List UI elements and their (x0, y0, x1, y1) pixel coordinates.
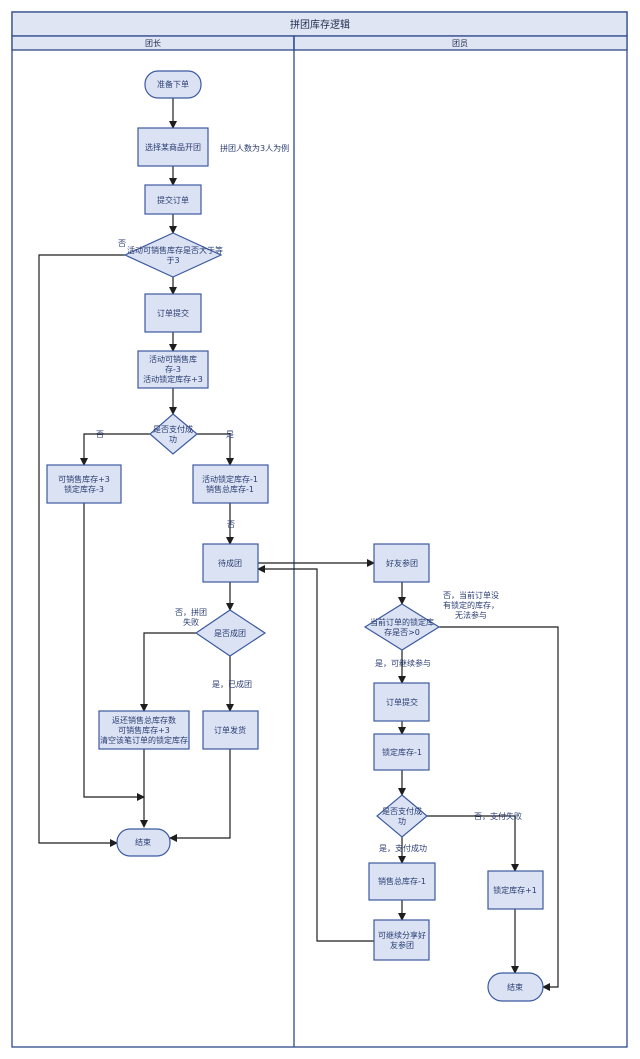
label-fail-group-1: 否，拼团 (175, 607, 207, 617)
member-sales-node (368, 862, 436, 901)
member-restore-node (487, 870, 544, 910)
order-submit-node (144, 293, 202, 333)
member-sales-label: 销售总库存-1 (378, 876, 426, 886)
check-lock-diamond (363, 603, 441, 651)
member-submit-node (373, 682, 430, 722)
label-yes-group: 是，已成团 (212, 679, 252, 689)
label-no-lock-3: 无法参与 (455, 610, 487, 620)
diagram-title: 拼团库存逻辑 (290, 18, 350, 31)
end-right-node (487, 972, 544, 1002)
pool-header (11, 11, 628, 37)
refund-line1: 返还销售总库存数 (112, 715, 176, 725)
edge-check-no-end (38, 254, 125, 847)
share-line1: 可继续分享好 (378, 930, 426, 940)
label-pay-fail: 否，支付失败 (474, 811, 522, 821)
note-label: 拼团人数为3人为例 (220, 143, 289, 153)
check-stock-diamond (123, 232, 223, 278)
check-lock-line1: 当前订单的锁定库 (370, 617, 434, 627)
lane-title-member: 团员 (452, 39, 468, 48)
refund-node (98, 710, 190, 750)
label-pay-success: 是，支付成功 (379, 843, 427, 853)
end-left-node (116, 828, 171, 857)
edge-check-no-end-right (439, 626, 559, 991)
member-pay-line1: 是否支付成 (382, 806, 422, 816)
edge-mpay-fail (427, 815, 519, 872)
waiting-label: 待成团 (218, 558, 242, 568)
success-update-line1: 活动锁定库存-1 (202, 474, 258, 484)
select-node (137, 127, 209, 167)
label-no-lock-1: 否，当前订单没 (443, 590, 499, 600)
label-no-lock-2: 有锁定的库存， (443, 600, 499, 610)
join-node (373, 543, 430, 583)
join-label: 好友参团 (386, 558, 418, 568)
check-stock-line2: 于3 (166, 256, 179, 265)
refund-line3: 清空该笔订单的锁定库存 (100, 735, 188, 745)
member-pay-diamond (376, 794, 428, 838)
share-line2: 友参团 (390, 940, 414, 950)
order-submit-label: 订单提交 (157, 308, 189, 318)
member-pay-line2: 功 (398, 816, 406, 826)
fail-restore-line2: 锁定库存-3 (64, 484, 104, 494)
label-no-stock: 否 (118, 239, 126, 248)
label-update-no: 否 (227, 520, 235, 529)
fail-restore-line1: 可销售库存+3 (58, 474, 110, 484)
end-right-label: 结束 (507, 982, 523, 992)
start-label: 准备下单 (157, 79, 189, 89)
lane-title-leader: 团长 (145, 38, 161, 48)
edge-pay-no (80, 433, 150, 466)
check-lock-line2: 存是否>0 (384, 627, 420, 637)
select-label: 选择某商品开团 (145, 142, 201, 152)
edge-pay-yes (197, 433, 234, 466)
label-pay-yes: 是 (226, 430, 234, 439)
edge-grouped-fail (140, 632, 196, 712)
refund-line2: 可销售库存+3 (118, 725, 170, 735)
fail-restore-node (46, 464, 122, 504)
submit-label: 提交订单 (157, 195, 189, 205)
lock-line3: 活动锁定库存+3 (143, 374, 203, 384)
waiting-node (202, 543, 259, 583)
lock-node (137, 350, 209, 389)
edge-ship-end (169, 749, 231, 842)
success-update-node (192, 464, 269, 504)
edge-restore-end (83, 503, 145, 801)
ship-label: 订单发货 (214, 725, 246, 735)
label-pay-no: 否 (96, 430, 104, 439)
grouped-diamond (194, 609, 267, 657)
check-stock-line1: 活动可销售库存是否大于等 (127, 245, 223, 255)
submit-node (144, 184, 202, 215)
member-submit-label: 订单提交 (386, 697, 418, 707)
lock-line2: 存-3 (165, 364, 181, 374)
end-left-label: 结束 (135, 837, 151, 847)
share-node (373, 919, 430, 961)
member-lock-node (373, 733, 430, 771)
start-node (144, 70, 202, 99)
grouped-label: 是否成团 (214, 628, 246, 638)
member-restore-label: 锁定库存+1 (493, 885, 537, 895)
pay-line2: 功 (169, 434, 177, 444)
label-yes-continue: 是，可继续参与 (375, 658, 431, 668)
ship-node (202, 710, 259, 750)
pay-diamond (149, 413, 198, 455)
pay-line1: 是否支付成 (153, 424, 193, 434)
success-update-line2: 销售总库存-1 (206, 484, 254, 494)
member-lock-label: 锁定库存-1 (382, 747, 422, 757)
label-fail-group-2: 失败 (183, 617, 199, 627)
edge-share-waiting (257, 565, 374, 942)
lock-line1: 活动可销售库 (149, 354, 197, 364)
